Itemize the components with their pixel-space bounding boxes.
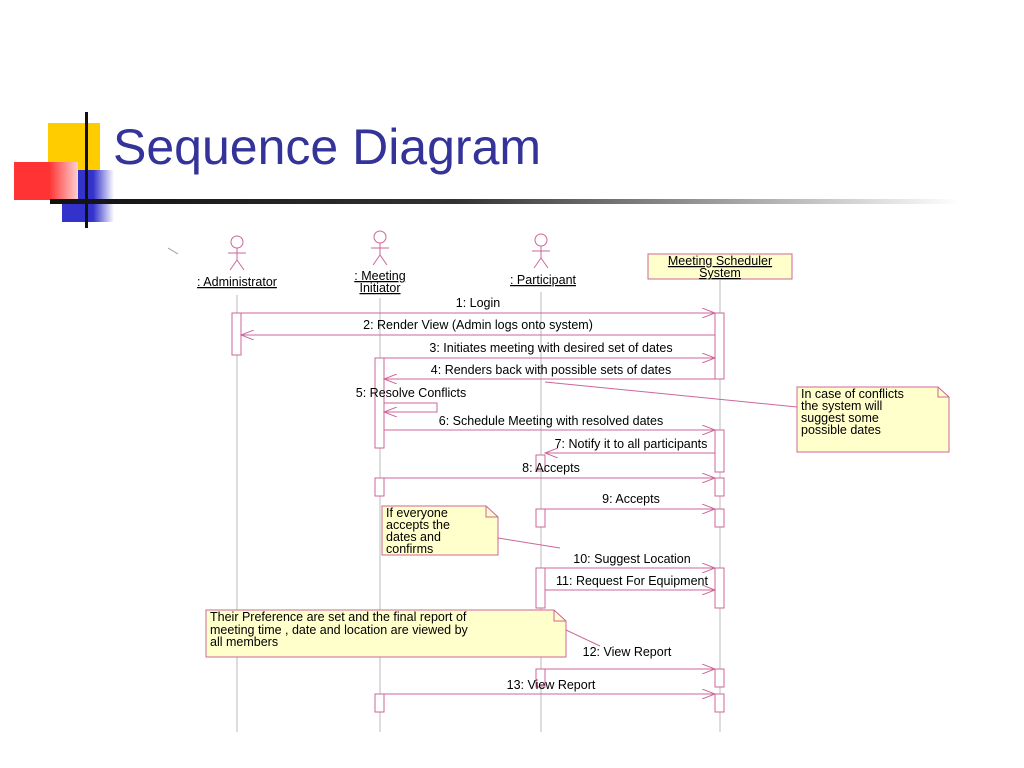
note-preference-line2: meeting time , date and location are vie… (210, 623, 469, 637)
activation-participant-3 (535, 567, 546, 609)
activation-participant-4 (535, 668, 546, 688)
message-11-label: 11: Request For Equipment (556, 574, 708, 588)
actor-administrator-label: : Administrator (197, 275, 277, 289)
activation-administrator (231, 312, 242, 356)
message-13-label: 13: View Report (507, 678, 596, 692)
ornament-vertical-bar (85, 112, 88, 228)
activation-system-4 (714, 508, 725, 528)
activation-participant-2 (535, 508, 546, 528)
activation-initiator-3 (374, 693, 385, 713)
message-10-label: 10: Suggest Location (573, 552, 690, 566)
note-preference-line1: Their Preference are set and the final r… (210, 610, 467, 624)
message-1-label: 1: Login (456, 296, 501, 310)
activation-system-6 (714, 668, 725, 688)
message-5-label: 5: Resolve Conflicts (356, 386, 466, 400)
actor-meeting-initiator (371, 230, 389, 266)
note-conflicts-line4: possible dates (801, 423, 881, 437)
note-everyone: If everyone accepts the dates and confir… (381, 505, 499, 556)
message-5-arrow (384, 402, 438, 412)
note-everyone-connector (497, 537, 561, 549)
activation-participant-1 (535, 454, 546, 472)
actor-participant-label: : Participant (510, 273, 577, 287)
message-9-label: 9: Accepts (602, 492, 660, 506)
system-object-box (647, 253, 793, 280)
slide-title: Sequence Diagram (113, 119, 542, 175)
actor-administrator (228, 235, 246, 271)
actor-meeting-initiator-label-line2: Initiator (360, 281, 401, 295)
actor-meeting-initiator-label-line1: : Meeting (354, 269, 405, 283)
note-conflicts-connector (544, 381, 798, 408)
note-conflicts-line3: suggest some (801, 411, 879, 425)
activation-initiator-1 (374, 357, 385, 449)
activation-system-1 (714, 312, 725, 380)
message-12-label: 12: View Report (583, 645, 672, 659)
note-conflicts-line2: the system will (801, 399, 882, 413)
system-label-line1: Meeting Scheduler (668, 254, 772, 268)
message-7-label: 7: Notify it to all participants (555, 437, 708, 451)
activation-initiator-2 (374, 477, 385, 497)
note-everyone-line4: confirms (386, 542, 433, 556)
message-6-label: 6: Schedule Meeting with resolved dates (439, 414, 663, 428)
ornament-red-square (14, 162, 78, 200)
activation-system-7 (714, 693, 725, 713)
note-conflicts-line1: In case of conflicts (801, 387, 904, 401)
stray-line (167, 247, 179, 255)
message-3-label: 3: Initiates meeting with desired set of… (429, 341, 672, 355)
activation-system-3 (714, 477, 725, 497)
message-8-label: 8: Accepts (522, 461, 580, 475)
activation-system-5 (714, 567, 725, 609)
note-preference-connector (565, 629, 601, 647)
note-preference: Their Preference are set and the final r… (205, 609, 567, 658)
note-preference-line3: all members (210, 635, 278, 649)
title-ornament (0, 0, 180, 240)
note-everyone-line1: If everyone (386, 506, 448, 520)
message-2-label: 2: Render View (Admin logs onto system) (363, 318, 593, 332)
system-label-line2: System (699, 266, 741, 280)
message-4-label: 4: Renders back with possible sets of da… (431, 363, 671, 377)
note-everyone-line2: accepts the (386, 518, 450, 532)
title-underline (50, 199, 960, 204)
actor-participant (532, 233, 550, 269)
note-everyone-line3: dates and (386, 530, 441, 544)
activation-system-2 (714, 429, 725, 473)
note-conflicts: In case of conflicts the system will sug… (796, 386, 950, 453)
